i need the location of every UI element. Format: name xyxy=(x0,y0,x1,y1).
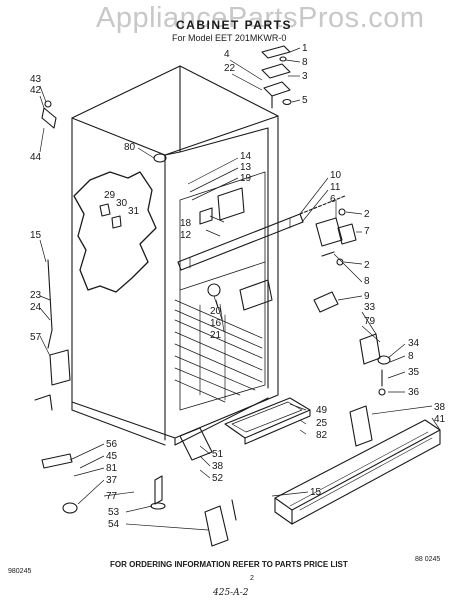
bottom-hinge xyxy=(359,333,391,396)
callout-80: 80 xyxy=(124,142,136,153)
callout-25: 25 xyxy=(316,418,328,429)
drain-pan xyxy=(224,397,311,445)
callout-21: 21 xyxy=(210,330,222,341)
door-stop xyxy=(313,291,339,313)
callout-10: 10 xyxy=(330,170,342,181)
callout-31: 31 xyxy=(128,206,140,217)
cabinet-body xyxy=(71,65,279,446)
callout-57: 57 xyxy=(30,332,42,343)
callout-54: 54 xyxy=(108,519,120,530)
callout-7: 7 xyxy=(364,226,370,237)
callout-37: 37 xyxy=(106,475,118,486)
callout-2b: 2 xyxy=(364,260,370,271)
control-housing xyxy=(199,187,273,311)
insulation-cutaway xyxy=(73,171,157,293)
callout-36: 36 xyxy=(408,387,420,398)
handwritten-note: 425-A-2 xyxy=(213,588,249,598)
callout-16: 16 xyxy=(210,318,222,329)
ordering-note: FOR ORDERING INFORMATION REFER TO PARTS … xyxy=(110,560,348,569)
wiring-harness xyxy=(34,259,71,411)
callout-45: 45 xyxy=(106,451,118,462)
plug-button xyxy=(153,153,167,163)
watermark: AppliancePartsPros.com xyxy=(96,2,425,34)
callout-8b: 8 xyxy=(364,276,370,287)
callout-79: 79 xyxy=(364,316,376,327)
callout-35: 35 xyxy=(408,367,420,378)
callout-19: 19 xyxy=(240,173,252,184)
callout-42: 42 xyxy=(30,85,42,96)
callout-44: 44 xyxy=(30,152,42,163)
callout-labels: 1 8 3 5 4 22 43 42 44 80 14 13 19 10 11 … xyxy=(30,43,446,530)
leveling-legs xyxy=(150,475,237,547)
divider-rail xyxy=(177,195,346,271)
model-subtitle: For Model EET 201MKWR-0 xyxy=(172,33,287,43)
callout-8c: 8 xyxy=(408,351,414,362)
callout-4: 4 xyxy=(224,49,230,60)
callout-38: 38 xyxy=(434,402,446,413)
roller-parts xyxy=(41,427,213,514)
floor-ribs xyxy=(174,299,263,403)
callout-9: 9 xyxy=(364,291,370,302)
callout-49: 49 xyxy=(316,405,328,416)
callout-1: 1 xyxy=(302,43,308,54)
page-number: 2 xyxy=(250,575,254,582)
callout-56: 56 xyxy=(106,439,118,450)
callout-12: 12 xyxy=(180,230,192,241)
leader-lines xyxy=(39,47,441,531)
callout-15b: 15 xyxy=(310,487,322,498)
callout-52: 52 xyxy=(212,473,224,484)
callout-53: 53 xyxy=(108,507,120,518)
callout-34: 34 xyxy=(408,338,420,349)
callout-33: 33 xyxy=(364,302,376,313)
callout-11: 11 xyxy=(330,182,341,193)
callout-82: 82 xyxy=(316,430,328,441)
callout-22: 22 xyxy=(224,63,236,74)
callout-6: 6 xyxy=(330,194,336,205)
callout-3: 3 xyxy=(302,71,308,82)
leveling-bracket xyxy=(349,405,373,447)
callout-13: 13 xyxy=(240,162,252,173)
callout-20: 20 xyxy=(210,306,222,317)
callout-23: 23 xyxy=(30,290,42,301)
callout-30: 30 xyxy=(116,198,128,209)
callout-5: 5 xyxy=(302,95,308,106)
base-grille xyxy=(274,419,441,525)
callout-41: 41 xyxy=(434,414,446,425)
callout-51: 51 xyxy=(212,449,224,460)
figure-code: 88 0245 xyxy=(415,556,441,563)
callout-29: 29 xyxy=(104,190,116,201)
callout-15: 15 xyxy=(30,230,42,241)
callout-2: 2 xyxy=(364,209,370,220)
callout-38b: 38 xyxy=(212,461,224,472)
callout-8: 8 xyxy=(302,57,308,68)
top-hinge-assembly xyxy=(261,45,292,109)
document-code: 980245 xyxy=(8,568,32,575)
thermostat-knob xyxy=(41,100,57,129)
callout-14: 14 xyxy=(240,151,252,162)
center-hinge xyxy=(315,208,357,266)
callout-18: 18 xyxy=(180,218,192,229)
diagram-title: CABINET PARTS xyxy=(176,18,292,32)
callout-81: 81 xyxy=(106,463,118,474)
callout-43: 43 xyxy=(30,74,42,85)
callout-77: 77 xyxy=(106,491,118,502)
callout-24: 24 xyxy=(30,302,42,313)
